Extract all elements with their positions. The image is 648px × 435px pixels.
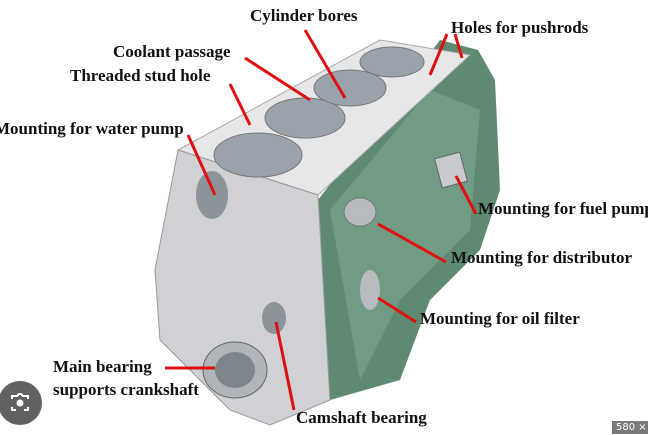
label-holes-pushrods: Holes for pushrods — [451, 18, 589, 37]
pointer-arrows — [165, 29, 478, 411]
camshaft-bearing-hole — [262, 302, 286, 334]
oil-filter-mount — [360, 270, 380, 310]
water-pump-hole — [196, 171, 228, 219]
label-threaded-stud-hole: Threaded stud hole — [70, 66, 211, 85]
image-size-badge: 580 × — [612, 421, 648, 434]
label-cylinder-bores: Cylinder bores — [250, 6, 358, 25]
label-water-pump: Mounting for water pump — [0, 119, 184, 138]
lens-search-button[interactable] — [0, 381, 42, 425]
block-front-face — [154, 149, 331, 426]
distributor-mount — [343, 197, 377, 227]
label-fuel-pump: Mounting for fuel pump — [478, 199, 648, 218]
label-distributor: Mounting for distributor — [451, 248, 633, 267]
label-camshaft-bearing: Camshaft bearing — [296, 408, 427, 427]
label-main-bearing: Main bearing — [53, 357, 152, 376]
lens-icon — [11, 393, 29, 411]
cylinder-bores — [213, 46, 425, 178]
label-supports-crankshaft: supports crankshaft — [53, 380, 199, 399]
label-oil-filter: Mounting for oil filter — [420, 309, 580, 328]
label-coolant-passage: Coolant passage — [113, 42, 231, 61]
